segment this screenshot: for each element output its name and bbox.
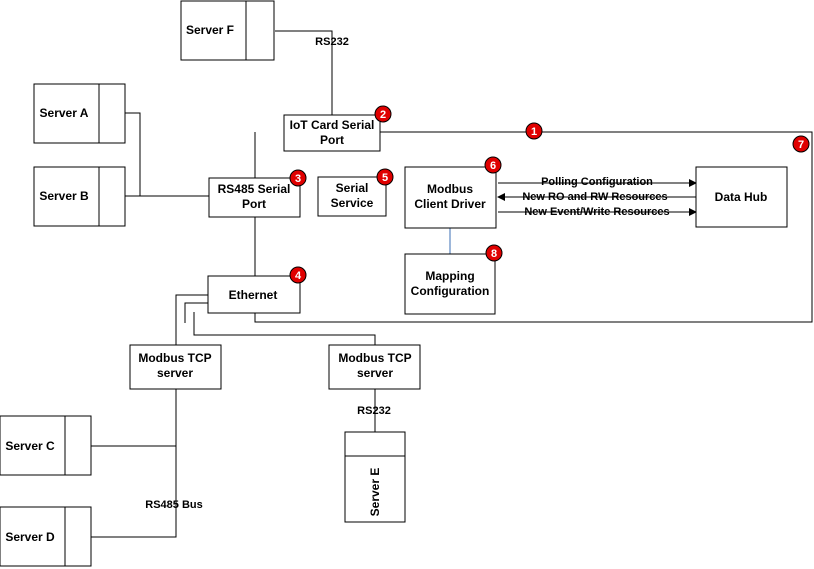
modbus-driver-label-line2: Client Driver (414, 197, 486, 211)
tcp-right-label-line1: Modbus TCP (338, 351, 411, 365)
data-hub-label: Data Hub (715, 190, 768, 204)
iot-card-serial-port: IoT Card Serial Port (283, 114, 381, 152)
mapping-label-line1: Mapping (425, 269, 474, 283)
rs485-label-line1: RS485 Serial (218, 182, 291, 196)
badge-3: 3 (289, 169, 307, 187)
server-a-label: Server A (40, 106, 89, 120)
badge-7: 7 (792, 135, 810, 153)
polling-config-label: Polling Configuration (541, 176, 653, 188)
server-d-label: Server D (5, 530, 55, 544)
svg-text:7: 7 (798, 139, 804, 151)
rs485-bus-label: RS485 Bus (145, 499, 202, 511)
tcp-right-label-line2: server (357, 366, 393, 380)
tcp-left-label-line1: Modbus TCP (138, 351, 211, 365)
ethernet-label: Ethernet (229, 288, 278, 302)
modbus-tcp-server-left: Modbus TCP server (129, 344, 222, 390)
ethernet: Ethernet (207, 275, 301, 314)
serial-service-label-line1: Serial (336, 181, 369, 195)
rs485-label-line2: Port (242, 197, 266, 211)
data-hub: Data Hub (695, 166, 788, 228)
badge-1: 1 (525, 122, 543, 140)
server-f: Server F (180, 0, 275, 61)
svg-text:4: 4 (295, 270, 302, 282)
svg-text:5: 5 (382, 172, 388, 184)
badge-5: 5 (376, 168, 394, 186)
server-b: Server B (33, 166, 126, 227)
svg-text:1: 1 (531, 126, 537, 138)
server-c: Server C (0, 415, 92, 476)
server-b-label: Server B (39, 189, 89, 203)
svg-text:8: 8 (491, 248, 497, 260)
rs232-bottom-label: RS232 (357, 405, 391, 417)
rs232-top-label: RS232 (315, 36, 349, 48)
modbus-client-driver: Modbus Client Driver (404, 166, 497, 229)
mapping-label-line2: Configuration (411, 284, 490, 298)
server-f-label: Server F (186, 23, 234, 37)
modbus-tcp-server-right: Modbus TCP server (328, 344, 421, 390)
event-write-resources-label: New Event/Write Resources (524, 206, 669, 218)
badge-4: 4 (289, 266, 307, 284)
tcp-left-label-line2: server (157, 366, 193, 380)
server-e: Server E (344, 431, 406, 523)
server-e-label: Server E (368, 468, 382, 517)
serial-service: Serial Service (317, 176, 387, 217)
server-c-label: Server C (5, 439, 55, 453)
iot-card-label-line2: Port (320, 133, 344, 147)
badge-2: 2 (374, 105, 392, 123)
connection-wires (91, 30, 376, 538)
svg-text:6: 6 (490, 160, 496, 172)
mapping-configuration: Mapping Configuration (404, 253, 496, 315)
badge-8: 8 (485, 244, 503, 262)
server-d: Server D (0, 506, 92, 567)
badge-6: 6 (484, 156, 502, 174)
server-a: Server A (33, 83, 126, 144)
ro-rw-resources-label: New RO and RW Resources (522, 191, 667, 203)
svg-text:3: 3 (295, 173, 301, 185)
modbus-driver-label-line1: Modbus (427, 182, 473, 196)
rs485-serial-port: RS485 Serial Port (208, 177, 301, 218)
svg-text:2: 2 (380, 109, 386, 121)
serial-service-label-line2: Service (331, 196, 374, 210)
iot-card-label-line1: IoT Card Serial (290, 118, 375, 132)
